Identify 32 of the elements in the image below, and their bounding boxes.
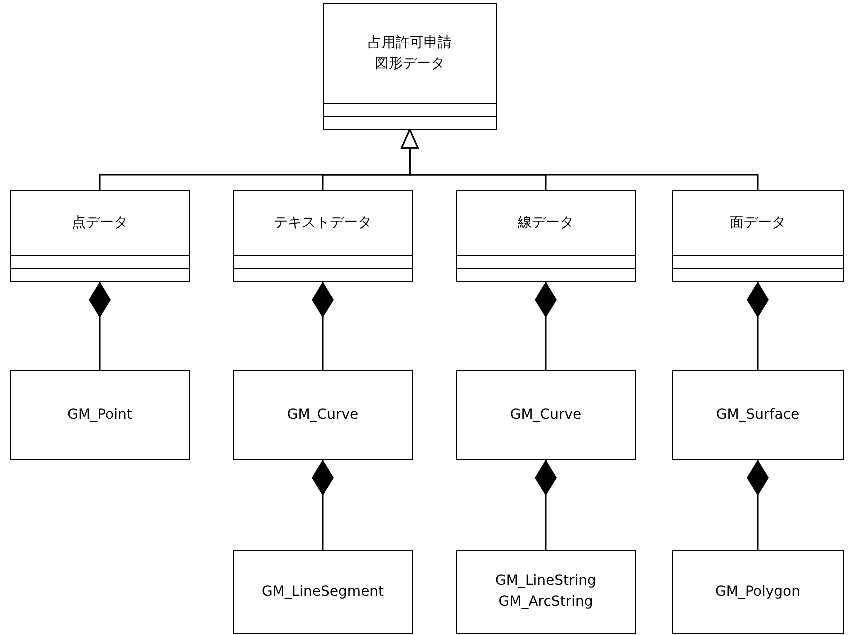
class-box (672, 370, 844, 460)
composition-line (312, 282, 334, 370)
class-box (672, 190, 844, 282)
class-box (10, 370, 190, 460)
class-box (323, 3, 497, 130)
class-name: 占用許可申請図形データ (367, 34, 453, 74)
class-name: GM_Polygon (716, 582, 800, 602)
class-box (233, 370, 413, 460)
composition-line (89, 282, 111, 370)
class-name: 面データ (730, 214, 786, 232)
class-name: テキストデータ (274, 214, 372, 232)
class-name: GM_LineSegment (262, 582, 384, 602)
class-box (456, 190, 636, 282)
class-name: GM_Surface (716, 406, 800, 424)
composition-line (747, 460, 769, 550)
generalization-arrow (401, 129, 759, 190)
class-name: GM_Curve (510, 406, 582, 424)
class-box (233, 550, 413, 634)
class-name: GM_LineString GM_ArcString (494, 572, 598, 612)
composition-line (535, 460, 557, 550)
class-name: 線データ (518, 214, 574, 232)
class-box (456, 550, 636, 634)
class-name: GM_Curve (287, 406, 359, 424)
composition-line (535, 282, 557, 370)
composition-line (747, 282, 769, 370)
class-box (233, 190, 413, 282)
class-name: GM_Point (68, 406, 132, 424)
class-box (10, 190, 190, 282)
class-box (456, 370, 636, 460)
composition-line (312, 460, 334, 550)
class-box (672, 550, 844, 634)
class-name: 点データ (72, 214, 128, 232)
